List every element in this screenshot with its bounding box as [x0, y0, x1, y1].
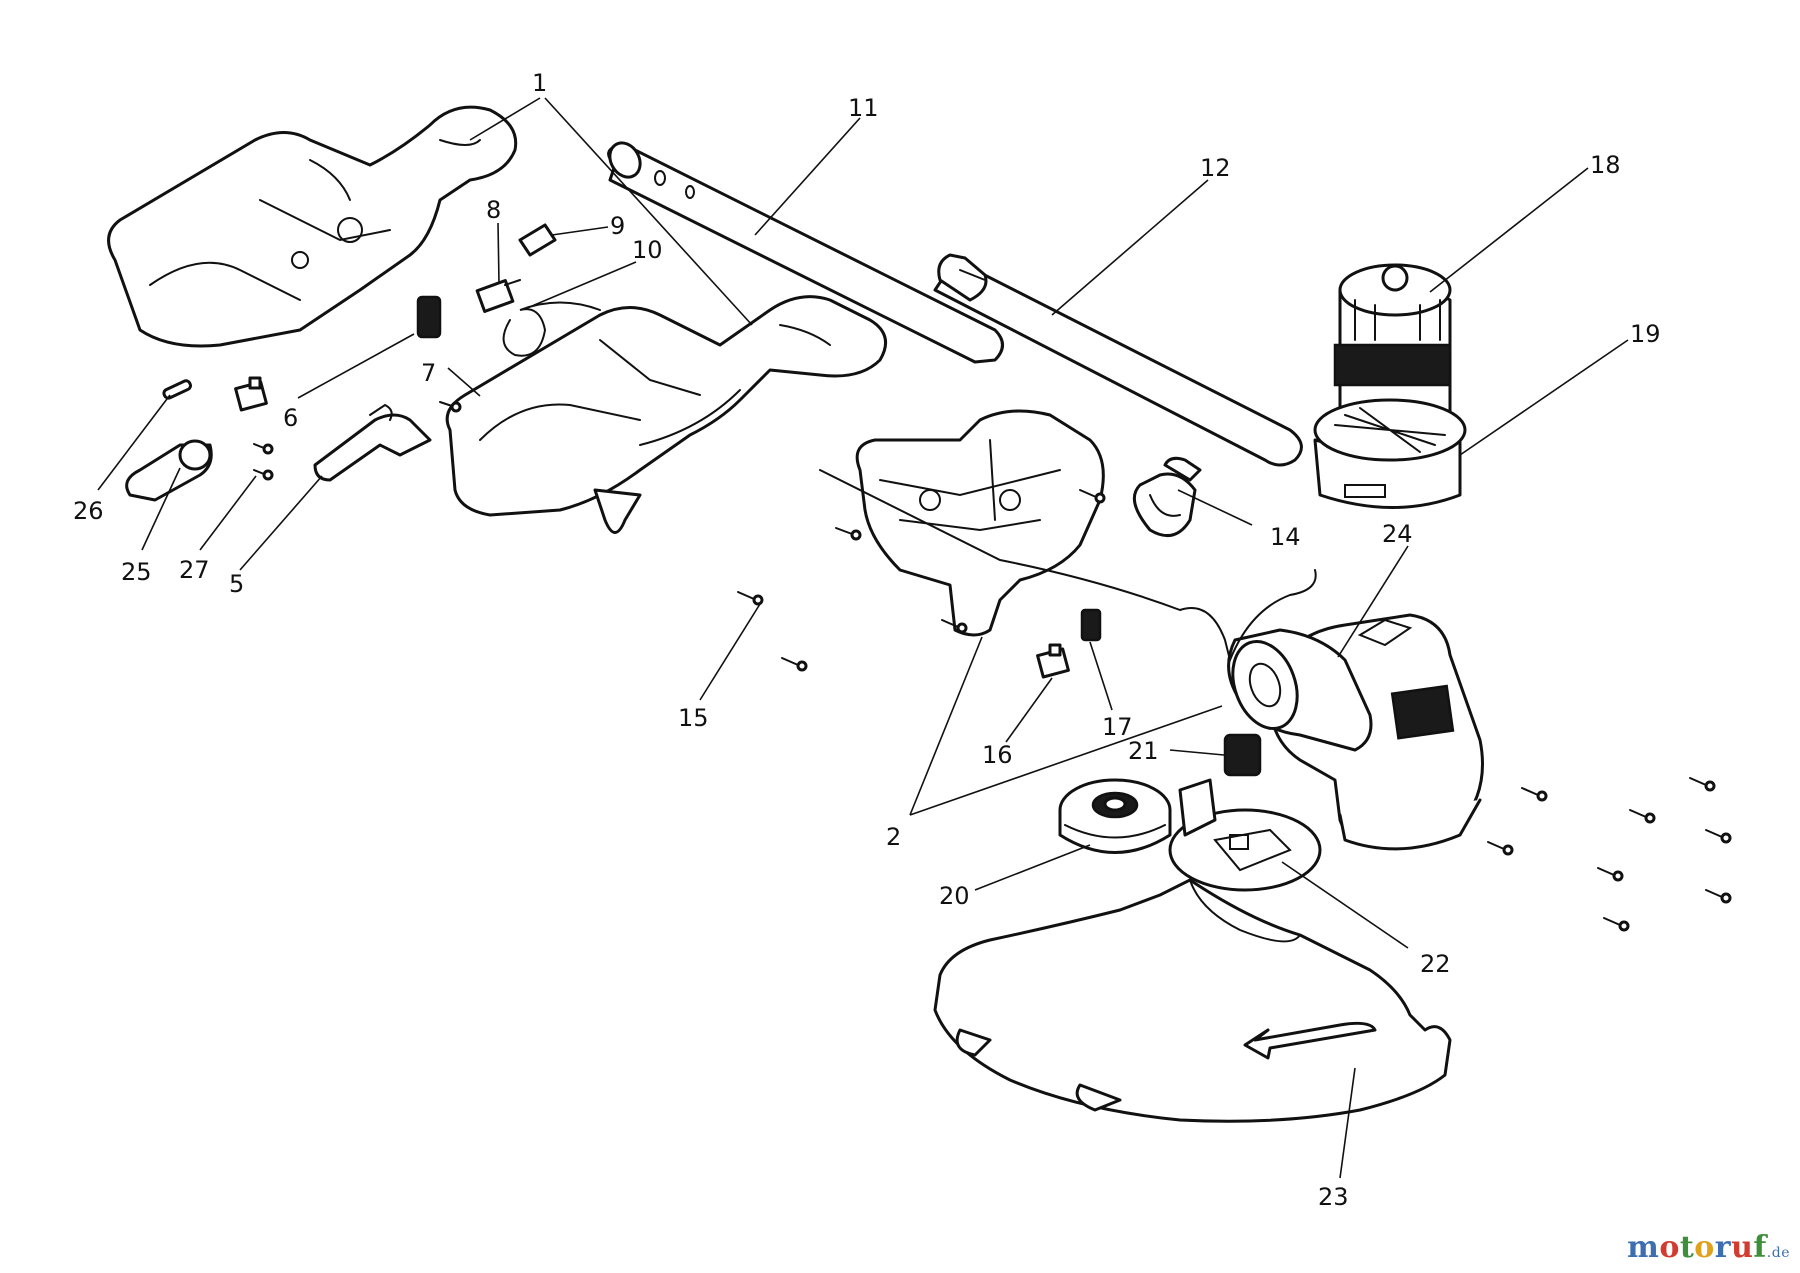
callout-12: 12	[1200, 154, 1231, 182]
brand-logo: motoruf.de	[1627, 1230, 1790, 1265]
locking-pin	[162, 379, 192, 400]
terminal-block-left	[234, 376, 268, 412]
screw	[1487, 841, 1514, 856]
spring-small	[1080, 608, 1102, 642]
screw	[1629, 809, 1656, 824]
retaining-clip	[518, 223, 557, 257]
micro-switch	[475, 279, 521, 313]
spring-upper	[416, 295, 442, 339]
callout-15: 15	[678, 704, 709, 732]
outer-shaft-tube	[933, 253, 1303, 467]
screw	[835, 527, 862, 541]
callout-19: 19	[1630, 320, 1661, 348]
spool-cap	[1168, 778, 1322, 892]
callout-numbers: 1 2 5 6 7 8 9 10 11 12 14 15 16 17 18 19…	[73, 69, 1661, 1211]
spring-head	[1223, 733, 1262, 777]
inner-shaft-tube	[607, 141, 1004, 364]
shaft-clip	[1132, 456, 1202, 538]
callout-26: 26	[73, 497, 104, 525]
brand-letter: o	[1659, 1230, 1680, 1265]
callout-11: 11	[848, 94, 879, 122]
front-handle-housing	[445, 295, 888, 534]
brand-letter: o	[1694, 1230, 1715, 1265]
brand-letter: m	[1627, 1230, 1660, 1265]
brand-letter: f	[1753, 1230, 1767, 1265]
callout-25: 25	[121, 558, 152, 586]
brand-letter: t	[1679, 1230, 1695, 1265]
callout-7: 7	[421, 359, 436, 387]
callout-2: 2	[886, 823, 901, 851]
callout-24: 24	[1382, 520, 1413, 548]
lower-housing-left	[855, 409, 1105, 637]
callout-22: 22	[1420, 950, 1451, 978]
tool-head-collar	[1227, 628, 1373, 752]
handle-knob	[125, 439, 213, 502]
terminal-block	[1036, 643, 1070, 679]
screw	[1705, 829, 1732, 844]
callout-14: 14	[1270, 523, 1301, 551]
callout-20: 20	[939, 882, 970, 910]
screw	[253, 469, 274, 481]
screw	[1603, 917, 1630, 932]
leader-lines	[97, 97, 1629, 1179]
callout-27: 27	[179, 556, 210, 584]
brand-letter: r	[1714, 1230, 1732, 1265]
callout-8: 8	[486, 196, 501, 224]
callout-17: 17	[1102, 713, 1133, 741]
screw	[439, 401, 462, 413]
callout-18: 18	[1590, 151, 1621, 179]
screw	[1079, 489, 1106, 504]
rear-handle-housing	[107, 105, 518, 348]
wire-harness	[502, 301, 601, 357]
callout-1: 1	[532, 69, 547, 97]
screws	[253, 401, 1732, 932]
screw	[737, 591, 764, 606]
brand-suffix: .de	[1766, 1245, 1790, 1261]
callout-6: 6	[283, 404, 298, 432]
callout-16: 16	[982, 741, 1013, 769]
screw	[1521, 787, 1548, 802]
grass-guard	[933, 878, 1452, 1123]
screw	[781, 657, 808, 672]
callout-10: 10	[632, 236, 663, 264]
screw	[1597, 867, 1624, 882]
brand-letter: u	[1731, 1230, 1754, 1265]
callout-5: 5	[229, 570, 244, 598]
screw	[253, 443, 274, 455]
callout-9: 9	[610, 212, 625, 240]
line-spool	[1058, 778, 1172, 854]
screw	[1705, 889, 1732, 904]
screw	[941, 619, 968, 634]
screw	[1689, 777, 1716, 792]
callout-21: 21	[1128, 737, 1159, 765]
callout-23: 23	[1318, 1183, 1349, 1211]
trigger-switch	[313, 403, 432, 482]
motor-housing	[1313, 398, 1467, 509]
